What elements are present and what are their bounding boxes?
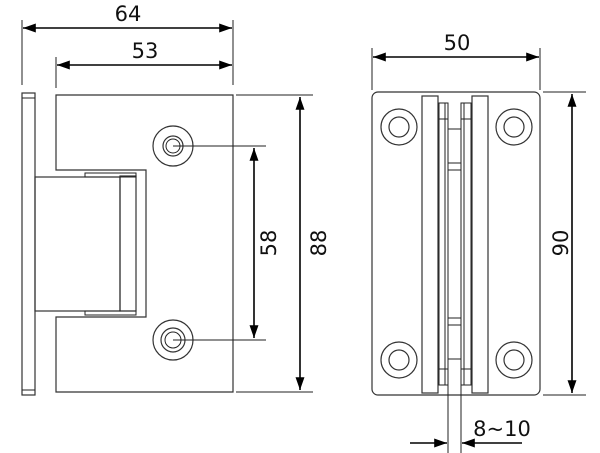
clamp-plate-right — [471, 95, 489, 394]
dim-body-width-label: 53 — [132, 39, 159, 63]
dim-hole-spacing-label: 58 — [257, 230, 281, 257]
hinge-body — [55, 94, 234, 393]
screw-hole-bottom-right — [495, 341, 533, 379]
dim-overall-width-label: 64 — [115, 2, 142, 26]
screw-hole-top-right — [495, 108, 533, 146]
dim-width-label: 50 — [444, 31, 471, 55]
dim-front-height-label: 90 — [549, 230, 573, 257]
side-view: 64 53 58 88 — [21, 2, 331, 396]
hinge-front-body — [371, 91, 541, 396]
wall-plate — [21, 92, 36, 396]
clamp-plate-left — [421, 95, 439, 394]
screw-hole-bottom-left — [380, 341, 418, 379]
screw-hole-top-left — [380, 108, 418, 146]
dim-height-label: 88 — [307, 230, 331, 257]
dim-glass-thickness-label: 8~10 — [473, 417, 531, 441]
hinge-knuckle — [34, 176, 121, 312]
front-view: 50 90 8~10 — [371, 31, 586, 453]
